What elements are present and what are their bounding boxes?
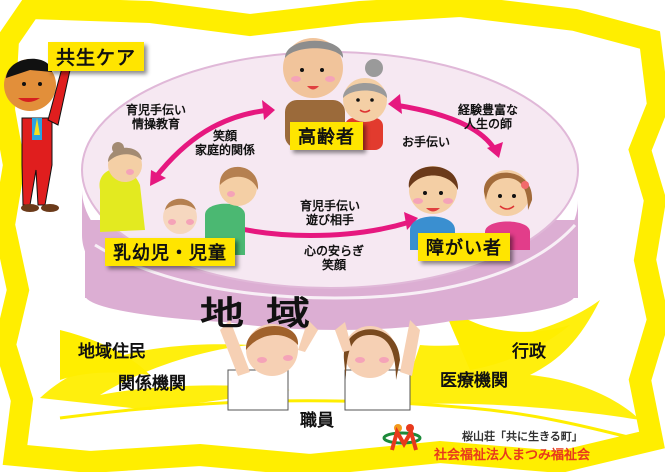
title-text: 共生ケア <box>56 47 137 69</box>
organization-logo-text: 桜山荘「共に生きる町」 社会福祉法人まつみ福祉会 <box>434 428 590 463</box>
community-base-label: 地域 <box>200 286 332 334</box>
supporter-related-agencies: 関係機関 <box>118 374 186 395</box>
organization-logo-mark <box>382 424 422 451</box>
arrow-elderly-disabled <box>392 102 498 153</box>
relation-line: お手伝い <box>402 135 451 149</box>
presenter-illustration <box>4 58 71 212</box>
supporter-text: 医療機関 <box>440 371 508 391</box>
relation-line: 笑顔 <box>213 129 238 143</box>
elderly-tag: 高齢者 <box>290 122 363 150</box>
relation-experienced-mentor: 経験豊富な 人生の師 <box>458 103 519 132</box>
relation-childcare-emotional-education: 育児手伝い 情操教育 <box>126 103 187 132</box>
logo-subtitle: 桜山荘「共に生きる町」 <box>462 430 583 443</box>
arrowhead <box>487 142 503 158</box>
supporter-residents: 地域住民 <box>78 342 146 363</box>
relation-peace-smile: 心の安らぎ 笑顔 <box>304 244 365 273</box>
supporter-text: 関係機関 <box>118 374 186 394</box>
swoosh-left-2 <box>60 330 150 380</box>
supporter-text: 職員 <box>300 411 334 431</box>
relation-helping: お手伝い <box>402 135 451 150</box>
arrowhead <box>404 212 418 230</box>
elderly-label: 高齢者 <box>298 127 355 148</box>
relation-smile-family: 笑顔 家庭的関係 <box>195 129 256 158</box>
staff-illustration <box>220 320 420 411</box>
arrowhead <box>262 100 275 120</box>
arrowhead <box>388 94 402 114</box>
outline-band <box>59 399 641 442</box>
swoosh-right <box>400 300 640 420</box>
relation-line: 経験豊富な <box>458 103 519 117</box>
supporter-text: 行政 <box>512 342 546 362</box>
swoosh-right-2 <box>440 300 570 370</box>
relation-line: 遊び相手 <box>306 212 355 227</box>
relation-childcare-playmate: 育児手伝い 遊び相手 <box>300 199 361 228</box>
supporter-text: 地域住民 <box>78 342 146 362</box>
relation-line: 育児手伝い <box>126 103 187 117</box>
arrow-children-elderly <box>152 107 273 181</box>
logo-org-name: 社会福祉法人まつみ福祉会 <box>434 448 591 463</box>
relation-line: 情操教育 <box>132 116 181 131</box>
supporter-staff: 職員 <box>300 411 334 432</box>
relation-line: 家庭的関係 <box>195 142 256 157</box>
relation-line: 人生の師 <box>464 116 513 131</box>
children-label: 乳幼児・児童 <box>113 243 227 264</box>
disabled-tag: 障がい者 <box>418 233 510 261</box>
relation-line: 心の安らぎ <box>304 244 365 258</box>
community-text: 地域 <box>200 294 332 333</box>
disabled-label: 障がい者 <box>426 238 502 259</box>
relation-line: 笑顔 <box>322 257 347 272</box>
kyousei-care-title-tag: 共生ケア <box>48 42 145 71</box>
children-tag: 乳幼児・児童 <box>105 238 235 266</box>
supporter-medical: 医療機関 <box>440 371 508 392</box>
supporter-government: 行政 <box>512 342 546 363</box>
relation-line: 育児手伝い <box>300 199 361 213</box>
arrowhead <box>150 170 166 186</box>
